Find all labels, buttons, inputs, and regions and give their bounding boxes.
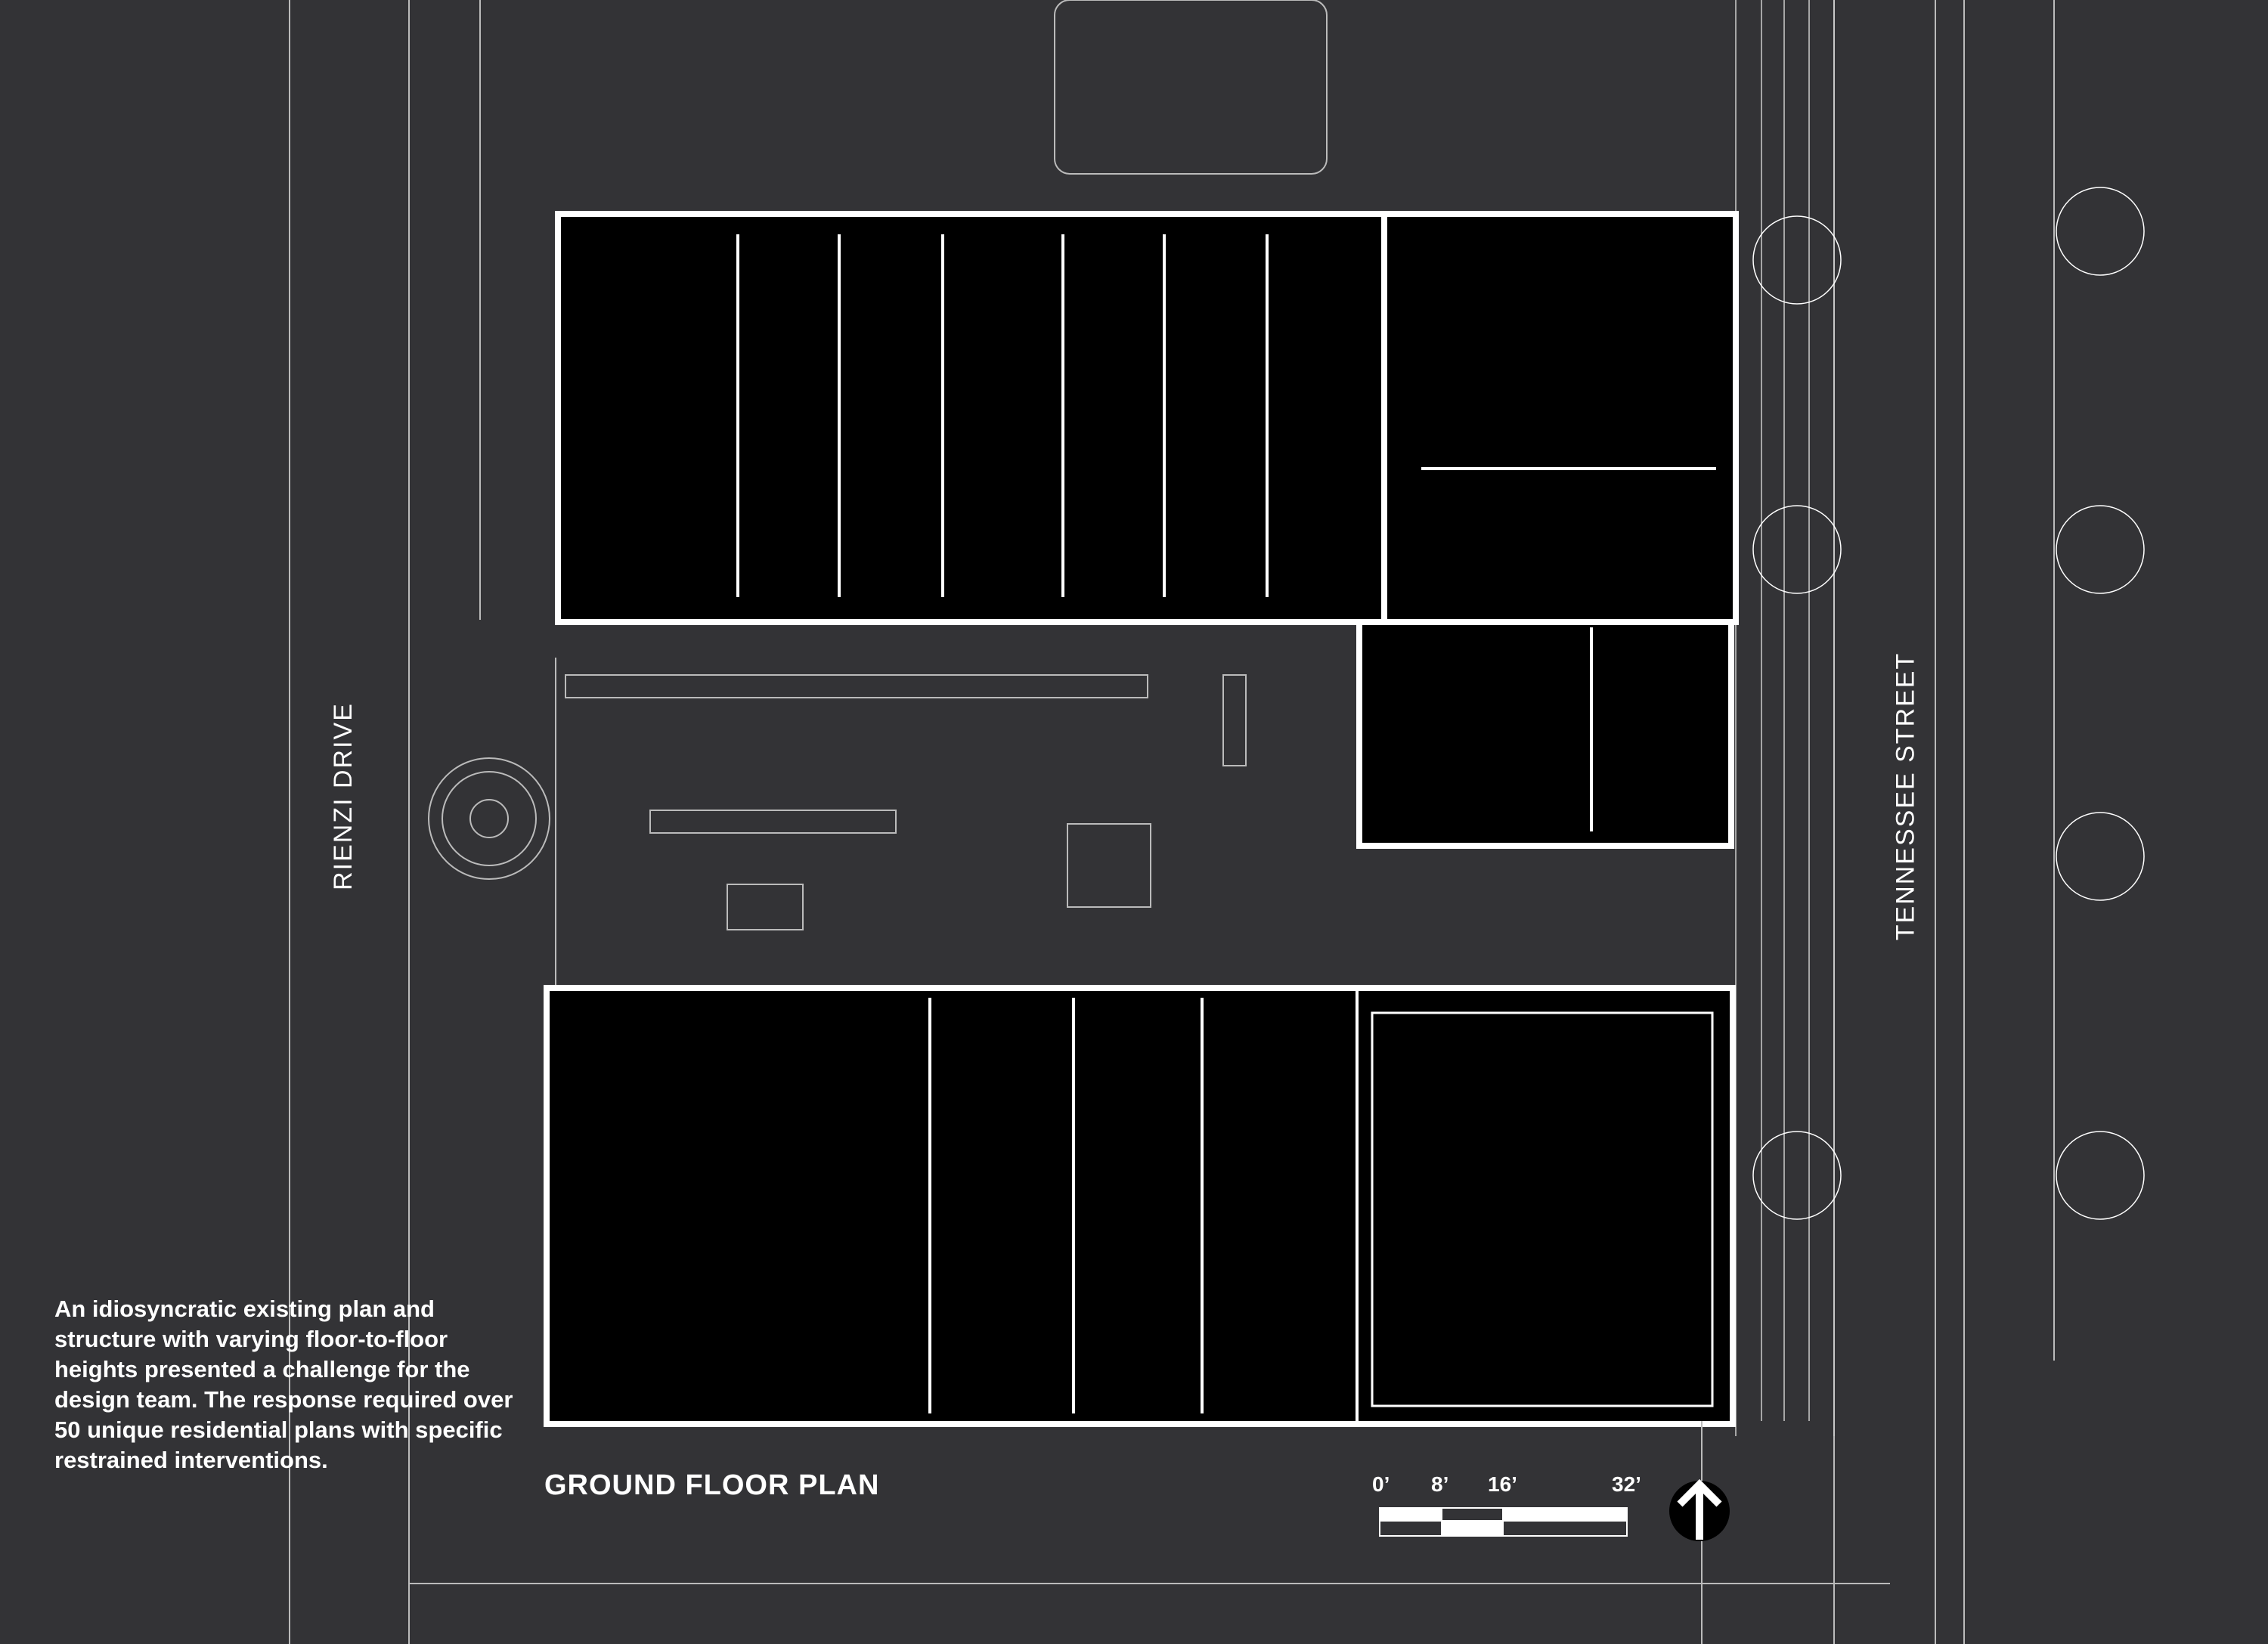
buildings (544, 211, 1739, 1427)
north-arrow-icon (1669, 1421, 1730, 1644)
scale-label-0: 0’ (1372, 1472, 1390, 1496)
project-description: An idiosyncratic existing plan and struc… (54, 1296, 513, 1473)
plan-title: GROUND FLOOR PLAN (544, 1469, 880, 1501)
scale-label-16: 16’ (1488, 1472, 1517, 1496)
trees (1752, 187, 2145, 1220)
scale-label-8: 8’ (1431, 1472, 1449, 1496)
scale-label-32: 32’ (1612, 1472, 1641, 1496)
street-label-rienzi-drive: RIENZI DRIVE (328, 702, 358, 890)
sidewalk-grid (1735, 0, 1835, 1436)
street-label-tennessee-street: TENNESSEE STREET (1891, 652, 1920, 941)
scale-bar (1379, 1507, 1628, 1537)
